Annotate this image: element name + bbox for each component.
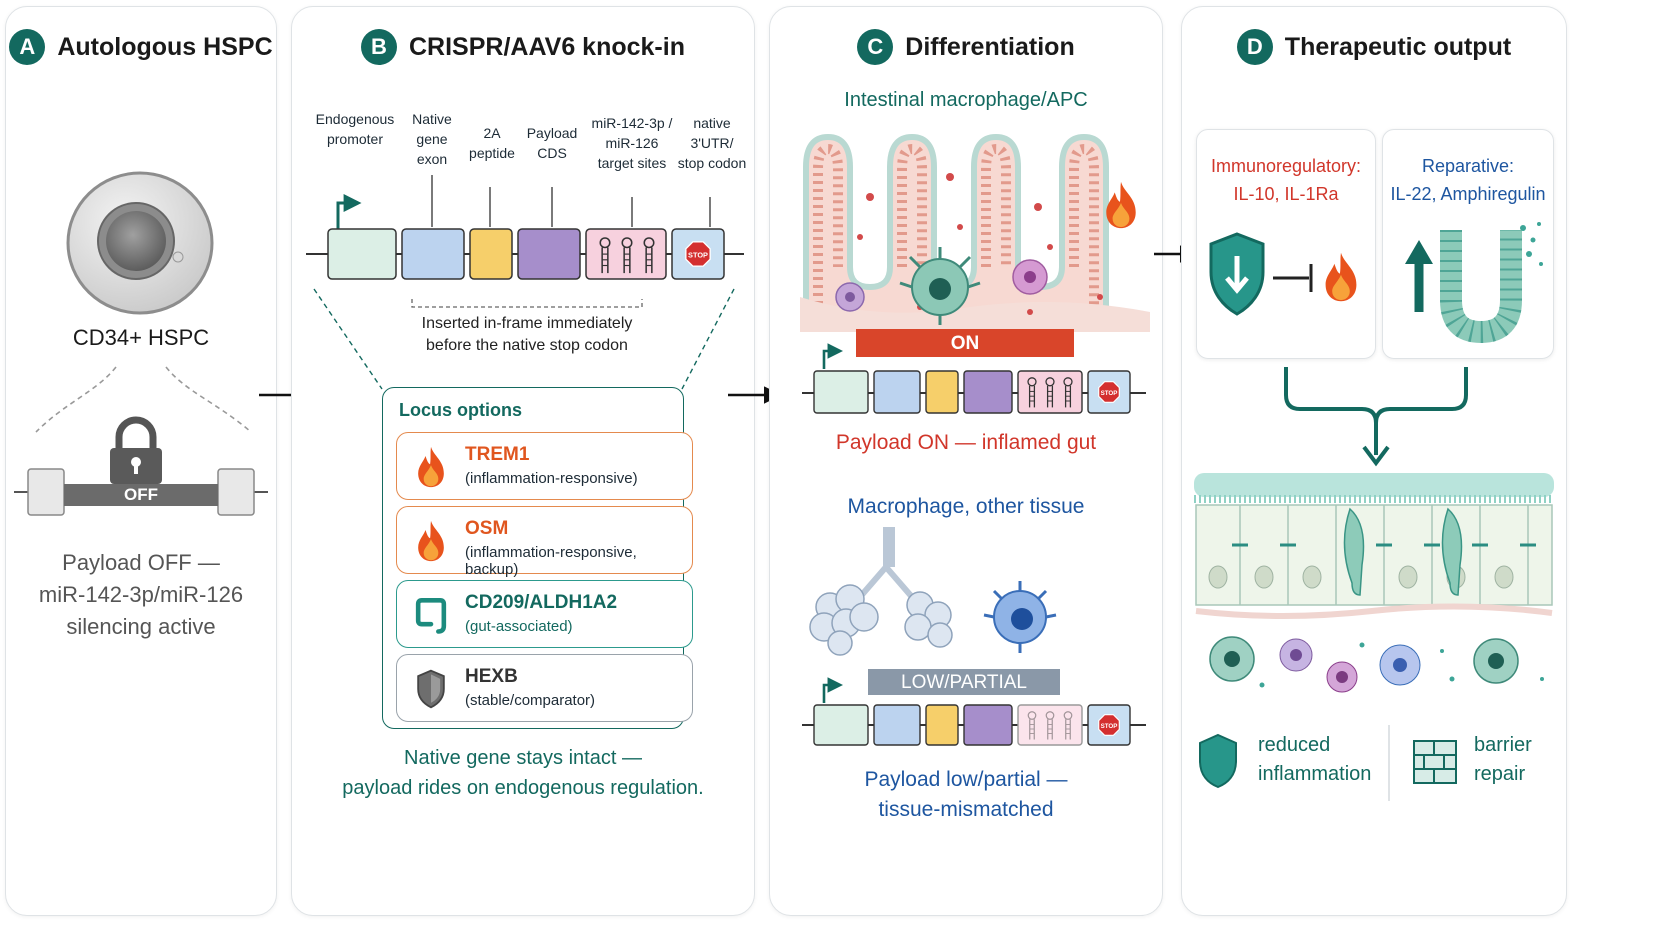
locus-name: TREM1 [465,444,530,465]
silenced-locus-diagram [14,366,268,516]
flame-icon [411,445,451,489]
knock-in-construct [306,175,744,390]
stop-sign-icon [1098,381,1120,403]
intestine-icon [415,598,447,634]
panel-d: D Therapeutic output Immunoregulatory:IL… [1181,6,1567,916]
immunoregulatory-label: Immunoregulatory:IL-10, IL-1Ra [1210,156,1362,204]
stop-sign-icon [685,241,711,267]
flame-icon [1106,181,1136,229]
promoter-arrow-icon [336,194,362,229]
flame-icon [1325,252,1357,302]
locus-desc: (inflammation-responsive, backup) [465,544,637,578]
inflamed-gut-illustration [800,133,1150,332]
panel-c-heading: Differentiation [905,32,1075,61]
panel-c-title: C Differentiation [770,29,1162,65]
hspc-cell-icon [66,171,214,315]
panel-d-badge: D [1236,29,1273,65]
locus-desc: (gut-associated) [465,618,573,635]
panel-c-badge: C [857,29,894,65]
panel-b-title: B CRISPR/AAV6 knock-in [292,29,754,65]
epithelial-barrier-illustration [1194,473,1554,693]
status-line: silencing active [66,614,216,639]
shield-icon [1199,733,1237,789]
stop-sign-icon [1098,714,1120,736]
shield-icon [417,669,445,709]
locus-name: CD209/ALDH1A2 [465,592,618,613]
low-caption: Payload low/partial —tissue-mismatched [864,768,1068,821]
low-label: LOW/PARTIAL [901,672,1027,693]
status-line: Payload OFF — [62,550,220,575]
off-label: OFF [124,485,158,504]
panel-a-title: A Autologous HSPC [6,29,276,65]
inhibition-diagram [1209,232,1357,316]
macrophage-icon [899,247,981,325]
locus-name: OSM [465,518,509,539]
panel-a-status: Payload OFF — miR-142-3p/miR-126 silenci… [6,547,276,643]
locus-options-box: Locus options TREM1 (inflammation-respon… [382,387,693,729]
locus-option-osm[interactable]: OSM (inflammation-responsive, backup) [396,506,693,578]
panel-b-footer: Native gene stays intact —payload rides … [342,747,704,799]
construct-on [802,329,1146,414]
shield-icon [1209,232,1265,316]
lung-tissue-illustration [809,527,1057,656]
locus-desc: (inflammation-responsive) [465,470,638,487]
on-label: ON [950,333,980,354]
lock-icon [110,416,162,484]
macrophage-icon [983,581,1057,653]
repair-diagram [1405,222,1543,344]
panel-d-title: D Therapeutic output [1182,29,1566,65]
status-line: miR-142-3p/miR-126 [38,582,244,607]
reparative-label: Reparative:IL-22, Amphiregulin [1390,156,1546,204]
legend-divider [1388,725,1390,801]
locus-options-title: Locus options [399,400,522,420]
up-arrow-icon [1405,240,1433,312]
panel-a-badge: A [9,29,46,65]
cell-label: CD34+ HSPC [72,325,210,350]
flame-icon [411,519,451,563]
convergence-arrow [1284,367,1468,467]
panel-b-badge: B [361,29,397,65]
gut-macrophage-label: Intestinal macrophage/APC [844,89,1088,111]
locus-option-trem1[interactable]: TREM1 (inflammation-responsive) [396,432,693,500]
panel-c: C Differentiation Intestinal macrophage/… [769,6,1163,916]
other-tissue-label: Macrophage, other tissue [847,495,1085,518]
panel-a: A Autologous HSPC CD34+ HSPC OFF [5,6,277,916]
locus-option-hexb[interactable]: HEXB (stable/comparator) [396,654,693,722]
panel-b-heading: CRISPR/AAV6 knock-in [409,32,685,61]
locus-name: HEXB [465,666,518,687]
panel-d-heading: Therapeutic output [1284,32,1512,61]
construct-low [802,669,1146,746]
on-caption: Payload ON — inflamed gut [835,431,1097,454]
locus-desc: (stable/comparator) [465,692,596,709]
immunoregulatory-box: Immunoregulatory:IL-10, IL-1Ra [1196,129,1376,359]
panel-a-heading: Autologous HSPC [57,32,273,61]
locus-option-cd209[interactable]: CD209/ALDH1A2 (gut-associated) [396,580,693,648]
brick-wall-icon [1413,740,1457,784]
reparative-box: Reparative:IL-22, Amphiregulin [1382,129,1554,359]
